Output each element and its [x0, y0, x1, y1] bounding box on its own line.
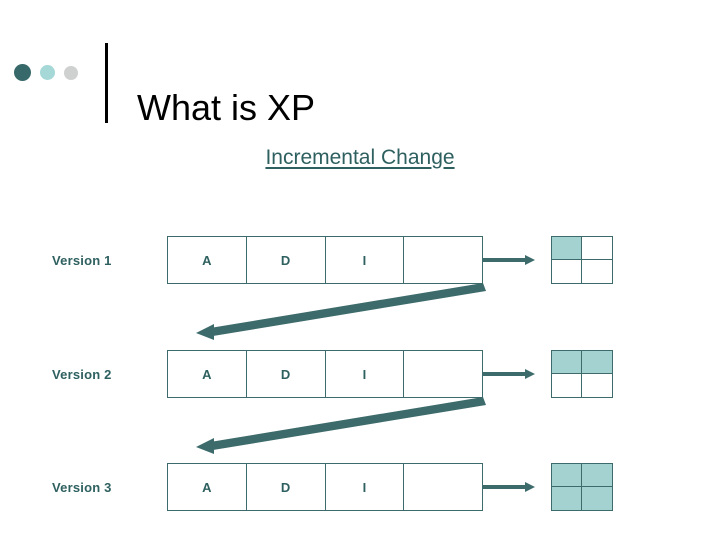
progress-grid: [551, 463, 613, 511]
phase-cell-empty: [404, 464, 482, 510]
progress-quadrant-bottom-left: [552, 260, 582, 283]
progress-quadrant-bottom-left: [552, 374, 582, 397]
version-phase-table: A D I: [167, 350, 483, 398]
arrow-right-icon: [483, 255, 535, 265]
circle-light-teal-icon: [40, 65, 55, 80]
table-row: Version 2 A D I: [0, 350, 720, 398]
progress-quadrant-top-left: [552, 464, 582, 487]
progress-quadrant-bottom-right: [582, 374, 612, 397]
arrow-shaft: [483, 372, 527, 376]
arrow-shaft: [483, 258, 527, 262]
version-label: Version 2: [52, 366, 112, 382]
progress-quadrant-top-left: [552, 351, 582, 374]
table-row: Version 1 A D I: [0, 236, 720, 284]
header-vertical-divider: [105, 43, 108, 123]
header-decoration-dots: [14, 64, 78, 81]
arrow-head: [525, 255, 535, 265]
phase-cell-i: I: [326, 464, 405, 510]
phase-cell-d: D: [247, 351, 326, 397]
phase-cell-a: A: [168, 351, 247, 397]
progress-grid: [551, 350, 613, 398]
progress-quadrant-top-right: [582, 237, 612, 260]
arrow-head: [525, 369, 535, 379]
progress-quadrant-top-right: [582, 464, 612, 487]
phase-cell-empty: [404, 237, 482, 283]
arrow-diagonal-left-icon: [196, 283, 486, 340]
circle-dark-teal-icon: [14, 64, 31, 81]
slide-subtitle: Incremental Change: [265, 146, 455, 169]
phase-cell-i: I: [326, 351, 405, 397]
progress-grid: [551, 236, 613, 284]
phase-cell-i: I: [326, 237, 405, 283]
arrow-right-icon: [483, 482, 535, 492]
progress-quadrant-top-right: [582, 351, 612, 374]
arrow-right-icon: [483, 369, 535, 379]
version-phase-table: A D I: [167, 236, 483, 284]
page-title: What is XP: [137, 87, 316, 129]
arrow-shaft: [483, 485, 527, 489]
progress-quadrant-bottom-right: [582, 487, 612, 510]
phase-cell-a: A: [168, 237, 247, 283]
progress-quadrant-bottom-left: [552, 487, 582, 510]
phase-cell-d: D: [247, 237, 326, 283]
phase-cell-empty: [404, 351, 482, 397]
table-row: Version 3 A D I: [0, 463, 720, 511]
circle-gray-icon: [64, 65, 78, 80]
progress-quadrant-bottom-right: [582, 260, 612, 283]
phase-cell-a: A: [168, 464, 247, 510]
progress-quadrant-top-left: [552, 237, 582, 260]
version-label: Version 3: [52, 479, 112, 495]
arrow-diagonal-left-icon: [196, 397, 486, 454]
arrow-head: [525, 482, 535, 492]
phase-cell-d: D: [247, 464, 326, 510]
version-phase-table: A D I: [167, 463, 483, 511]
version-label: Version 1: [52, 252, 112, 268]
